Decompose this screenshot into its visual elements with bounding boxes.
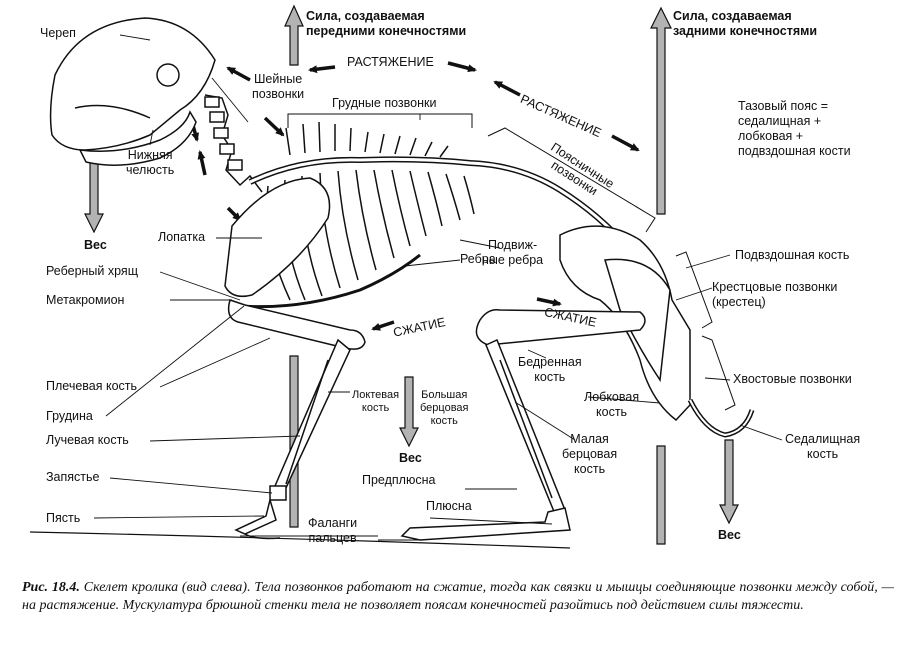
label-caudal-vertebrae: Хвостовые позвонки [733, 372, 852, 386]
label-tarsus: Предплюсна [362, 473, 436, 487]
label-force-front-limbs: Сила, создаваемая передними конечностями [306, 9, 467, 38]
force-rear-lower [656, 445, 666, 545]
forearm-shape [274, 338, 351, 491]
label-sternum: Грудина [46, 409, 93, 423]
skeleton [49, 17, 755, 541]
skull-shape [49, 17, 216, 151]
label-weight-rear: Вес [718, 528, 741, 542]
weight-front-arrow [84, 161, 104, 234]
label-force-hind-limbs: Сила, создаваемая задними конечностями [673, 9, 818, 38]
label-weight-middle: Вес [399, 451, 422, 465]
label-metatarsus: Плюсна [426, 499, 472, 513]
label-ilium: Подвздошная кость [735, 248, 850, 262]
label-sacrum: Крестцовые позвонки (крестец) [712, 280, 838, 309]
label-tension-top: РАСТЯЖЕНИЕ [347, 55, 434, 69]
label-femur: Бедренная кость [518, 355, 582, 384]
label-pelvic-girdle: Тазовый пояс = седалищная + лобковая + п… [738, 99, 851, 158]
leader-lines [93, 34, 783, 541]
ground-line [29, 531, 571, 549]
force-rear-arrow [650, 6, 672, 215]
tail-shape [687, 398, 755, 438]
label-skull: Череп [40, 26, 76, 40]
label-scapula: Лопатка [158, 230, 206, 244]
label-metacromion: Метакромион [46, 293, 125, 307]
force-front-arrow [284, 4, 304, 66]
label-humerus: Плечевая кость [46, 379, 138, 393]
humerus-shape [227, 299, 366, 350]
label-tibia: Большая берцовая кость [420, 389, 469, 427]
label-scapular-spine: Реберный хрящ [46, 264, 138, 278]
sternum-shape [239, 253, 421, 309]
label-fibula: Малая берцовая кость [562, 432, 618, 476]
label-ulna: Локтевая кость [352, 389, 400, 414]
weight-mid-arrow [399, 376, 419, 448]
femur-shape [475, 308, 646, 346]
scapula-shape [224, 177, 331, 298]
figure-caption: Рис. 18.4. Скелет кролика (вид слева). Т… [22, 579, 894, 615]
label-lower-jaw: Нижняя челюсть [126, 148, 175, 177]
label-ribs: Ребра [460, 252, 496, 266]
weight-rear-arrow [719, 439, 739, 525]
label-cervical-vertebrae: Шейные позвонки [252, 72, 305, 101]
label-thoracic-vertebrae: Грудные позвонки [332, 96, 437, 110]
figure-number: Рис. 18.4. [22, 580, 80, 595]
label-radius: Лучевая кость [46, 433, 129, 447]
label-metacarpus: Пясть [46, 511, 81, 525]
label-floating-ribs: Подвиж- ные ребра [482, 238, 544, 267]
force-arrows [84, 4, 739, 545]
caption-text: Скелет кролика (вид слева). Тела позвонк… [22, 580, 894, 613]
label-phalanges: Фаланги пальцев [308, 516, 358, 545]
hind-foot-shape [400, 507, 571, 541]
label-carpus: Запястье [46, 470, 100, 484]
stress-arrows [189, 61, 640, 331]
label-weight-front: Вес [84, 238, 107, 252]
lower-jaw-shape [78, 110, 197, 166]
label-ischium: Седалищная кость [785, 432, 861, 461]
label-pubis: Лобковая кость [584, 390, 640, 419]
